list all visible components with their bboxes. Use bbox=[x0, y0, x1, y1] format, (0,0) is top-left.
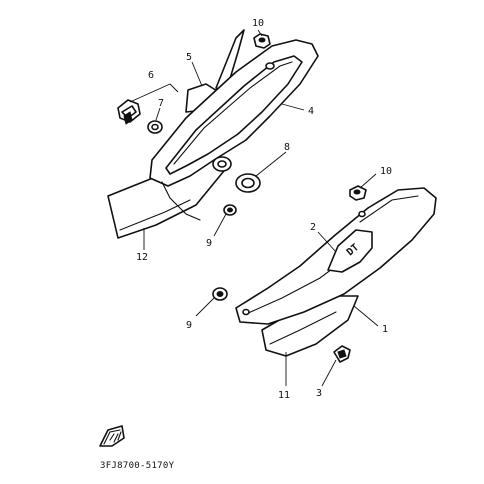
nut-10-upper bbox=[253, 33, 271, 49]
damper-8 bbox=[235, 173, 261, 193]
callout-9-lower: 9 bbox=[186, 320, 192, 331]
callout-10-upper: 10 bbox=[252, 18, 264, 29]
damper-frame bbox=[212, 156, 232, 172]
collar-9-upper bbox=[223, 204, 237, 216]
lower-side-cover-assembly: DT bbox=[212, 185, 437, 363]
callout-5: 5 bbox=[186, 52, 192, 63]
callout-10-lower: 10 bbox=[380, 166, 392, 177]
grommet-6 bbox=[117, 99, 141, 125]
front-direction-icon bbox=[99, 425, 125, 447]
callout-6: 6 bbox=[148, 70, 154, 81]
leader-lines bbox=[129, 29, 379, 387]
callout-3: 3 bbox=[316, 388, 322, 399]
callout-2: 2 bbox=[310, 222, 316, 233]
callout-labels: 10 5 6 7 4 8 9 12 10 2 1 9 3 11 bbox=[136, 18, 392, 401]
callout-8: 8 bbox=[284, 142, 290, 153]
screw-3 bbox=[333, 345, 351, 363]
callout-1: 1 bbox=[382, 324, 388, 335]
nut-10-lower bbox=[349, 185, 367, 201]
callout-9-upper: 9 bbox=[206, 238, 212, 249]
callout-12: 12 bbox=[136, 252, 148, 263]
callout-11: 11 bbox=[278, 390, 290, 401]
drawing-code: 3FJ8700-5170Y bbox=[100, 461, 175, 471]
washer-7 bbox=[147, 120, 163, 134]
callout-4: 4 bbox=[308, 106, 314, 117]
callout-7: 7 bbox=[158, 98, 164, 109]
side-cover-decal bbox=[327, 229, 373, 273]
upper-side-cover-assembly bbox=[107, 29, 319, 239]
collar-9-lower bbox=[212, 287, 228, 301]
